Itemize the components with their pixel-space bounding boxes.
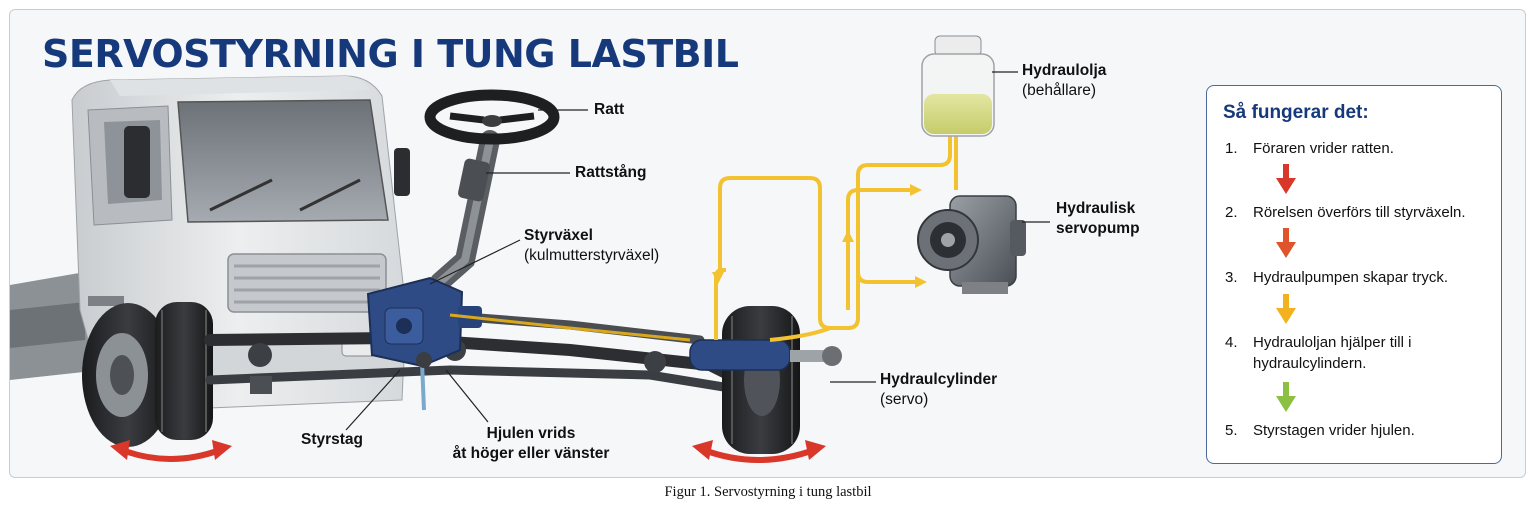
step-5: 5.Styrstagen vrider hjulen. xyxy=(1225,422,1415,439)
turn-arrow-right xyxy=(692,440,826,463)
steering-wheel xyxy=(424,89,560,145)
step-4: 4.Hydrauloljan hjälper till i hydraulcyl… xyxy=(1225,334,1412,372)
figure-frame: SERVOSTYRNING I TUNG LASTBIL Ratt Rattst… xyxy=(9,9,1526,478)
servo-pump xyxy=(917,195,1026,294)
label-hydraulcylinder: Hydraulcylinder (servo) xyxy=(880,371,998,408)
oil-reservoir xyxy=(921,35,995,137)
label-servopump: Hydraulisk servopump xyxy=(1056,200,1140,237)
label-styrvaxel: Styrväxel (kulmutterstyrväxel) xyxy=(524,227,660,264)
step-3: 3.Hydraulpumpen skapar tryck. xyxy=(1225,269,1449,286)
turn-arrow-left xyxy=(110,440,232,462)
steering-column xyxy=(430,130,500,292)
step-1: 1.Föraren vrider ratten. xyxy=(1225,140,1394,157)
leader-lines xyxy=(345,71,1050,431)
step-2: 2.Rörelsen överförs till styrväxeln. xyxy=(1225,204,1466,221)
hydraulic-cylinder xyxy=(689,339,842,371)
label-styrstag: Styrstag xyxy=(301,431,364,448)
down-arrow-icon xyxy=(1276,228,1296,258)
down-arrow-icon xyxy=(1276,294,1296,324)
steering-diagram xyxy=(10,35,1050,463)
down-arrow-icon xyxy=(1276,382,1296,412)
front-wheel-left xyxy=(82,302,213,447)
front-wheel-right xyxy=(722,306,800,454)
down-arrow-icon xyxy=(1276,164,1296,194)
label-ratt: Ratt xyxy=(594,101,625,118)
label-rattstang: Rattstång xyxy=(575,164,647,181)
how-it-works-panel: Så fungerar det: 1.Föraren vrider ratten… xyxy=(1206,85,1502,464)
panel-title: Så fungerar det: xyxy=(1223,102,1369,123)
label-hydraulolja: Hydraulolja (behållare) xyxy=(1022,62,1107,99)
flow-arrows xyxy=(712,184,927,288)
figure-caption: Figur 1. Servostyrning i tung lastbil xyxy=(664,484,872,500)
page-title: SERVOSTYRNING I TUNG LASTBIL xyxy=(42,32,739,76)
label-hjulen: Hjulen vrids åt höger eller vänster xyxy=(452,425,610,462)
